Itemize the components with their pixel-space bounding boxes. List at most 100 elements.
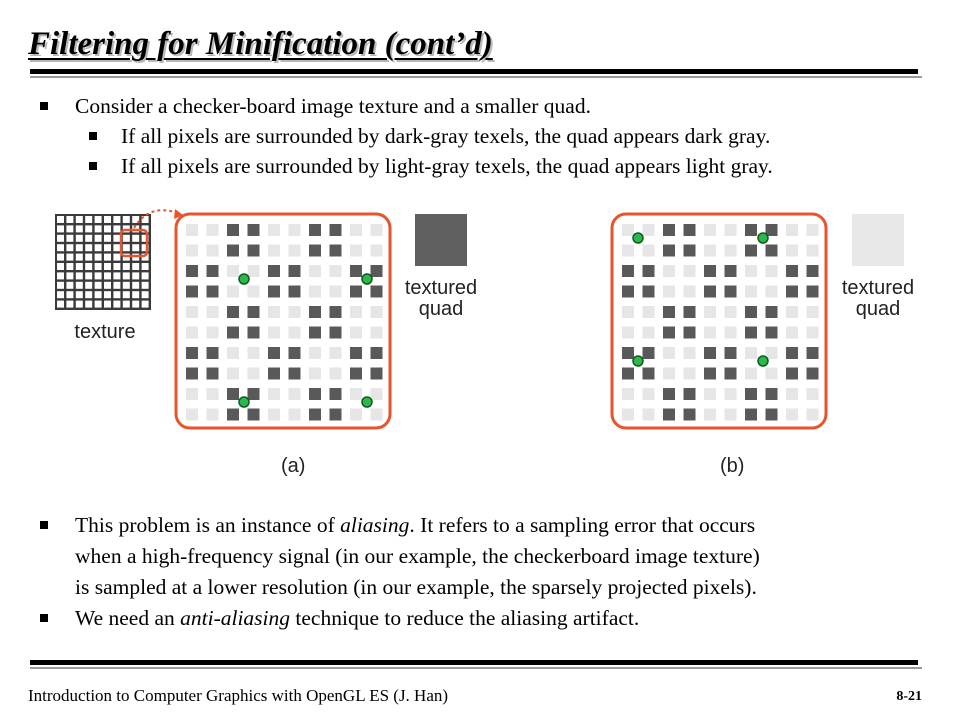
texture-texel: [113, 263, 121, 270]
grid-a-texel: [186, 265, 198, 277]
grid-a-texel: [186, 244, 198, 257]
grid-b-texel: [786, 244, 798, 257]
grid-a-texel: [350, 367, 362, 380]
grid-b-texel: [786, 408, 798, 421]
grid-a-texel: [309, 285, 321, 298]
texture-texel: [122, 216, 130, 223]
grid-b-texel: [704, 367, 716, 380]
grid-b-texel: [765, 285, 778, 298]
grid-b-texel: [724, 306, 737, 318]
texture-texel: [132, 234, 140, 242]
grid-a-texel: [186, 367, 198, 380]
grid-b-texel: [663, 388, 675, 400]
texture-texel: [122, 272, 130, 280]
grid-a-texel: [247, 408, 260, 421]
grid-b-texel: [663, 347, 675, 359]
grid-a-texel: [268, 265, 280, 277]
grid-a-texel: [329, 326, 342, 339]
texture-texel: [132, 244, 140, 252]
grid-b-texel: [806, 347, 819, 359]
texture-texel: [57, 281, 64, 289]
texture-texel: [113, 253, 121, 261]
grid-b-texel: [724, 388, 737, 400]
grid-b-texel: [765, 244, 778, 257]
texture-texel: [141, 225, 149, 233]
texture-texel: [104, 281, 111, 289]
grid-b-texel: [683, 224, 696, 236]
grid-b-texel: [683, 306, 696, 318]
grid-a-texel: [186, 224, 198, 236]
grid-a-texel: [370, 388, 383, 400]
grid-b-texel: [806, 224, 819, 236]
title-rule: [30, 69, 922, 78]
grid-a-texel: [309, 367, 321, 380]
texture-texel: [122, 263, 130, 270]
grid-a-texel: [309, 306, 321, 318]
texture-texel: [75, 291, 83, 299]
texture-texel: [141, 234, 149, 242]
grid-a-texel: [186, 306, 198, 318]
grid-a-texel: [186, 408, 198, 421]
texture-texel: [85, 263, 93, 270]
bullet-square-icon: [40, 521, 48, 529]
grid-b-texel: [765, 408, 778, 421]
page-number: 8-21: [896, 689, 922, 704]
grid-a-texel: [268, 408, 280, 421]
grid-b-texel: [786, 265, 798, 277]
caption-b: (b): [720, 455, 745, 477]
grid-a-texel: [370, 224, 383, 236]
texture-texel: [113, 281, 121, 289]
texture-texel: [75, 253, 83, 261]
grid-b-texel: [622, 367, 634, 380]
grid-b-texel: [745, 285, 757, 298]
grid-a-texel: [309, 408, 321, 421]
grid-a-texel: [288, 285, 301, 298]
texture-texel: [122, 300, 130, 308]
texture-texel: [132, 263, 140, 270]
grid-b-texel: [622, 388, 634, 400]
texture-texel: [113, 244, 121, 252]
grid-b-texel: [622, 265, 634, 277]
grid-a-texel: [206, 244, 219, 257]
grid-b-texel: [663, 265, 675, 277]
grid-b-texel: [806, 265, 819, 277]
grid-a-texel: [370, 326, 383, 339]
grid-b-texel: [745, 326, 757, 339]
grid-b-texel: [806, 306, 819, 318]
texture-texel: [141, 272, 149, 280]
grid-b-texel: [622, 408, 634, 421]
grid-a-texel: [329, 347, 342, 359]
grid-a-texel: [186, 347, 198, 359]
grid-a-texel: [268, 244, 280, 257]
texture-texel: [75, 272, 83, 280]
grid-b-texel: [642, 244, 655, 257]
grid-b-texel: [642, 285, 655, 298]
grid-b-texel: [683, 265, 696, 277]
grid-a-texel: [329, 388, 342, 400]
grid-b-texel: [806, 388, 819, 400]
texture-texel: [141, 263, 149, 270]
grid-a-texel: [268, 306, 280, 318]
sample-point: [361, 396, 373, 408]
grid-b-texel: [704, 244, 716, 257]
bullet-item: We need an anti-aliasing technique to re…: [0, 603, 960, 634]
grid-a-texel: [186, 285, 198, 298]
texture-texel: [113, 291, 121, 299]
sub-bullet-item: If all pixels are surrounded by light-gr…: [0, 152, 960, 180]
texture-texel: [57, 225, 64, 233]
grid-b-texel: [642, 388, 655, 400]
bullet-item: This problem is an instance of aliasing.…: [0, 510, 960, 603]
grid-b-texel: [724, 367, 737, 380]
grid-a-texel: [370, 265, 383, 277]
grid-a-texel: [227, 306, 239, 318]
texture-texel: [104, 253, 111, 261]
grid-a-texel: [350, 306, 362, 318]
texture-texel: [94, 253, 102, 261]
texture-texel: [122, 291, 130, 299]
grid-b-texel: [642, 347, 655, 359]
term-anti-aliasing: anti-aliasing: [180, 606, 291, 630]
sample-point: [632, 232, 644, 244]
grid-a-texel: [227, 224, 239, 236]
texture-texel: [57, 263, 64, 270]
grid-a-texel: [227, 285, 239, 298]
